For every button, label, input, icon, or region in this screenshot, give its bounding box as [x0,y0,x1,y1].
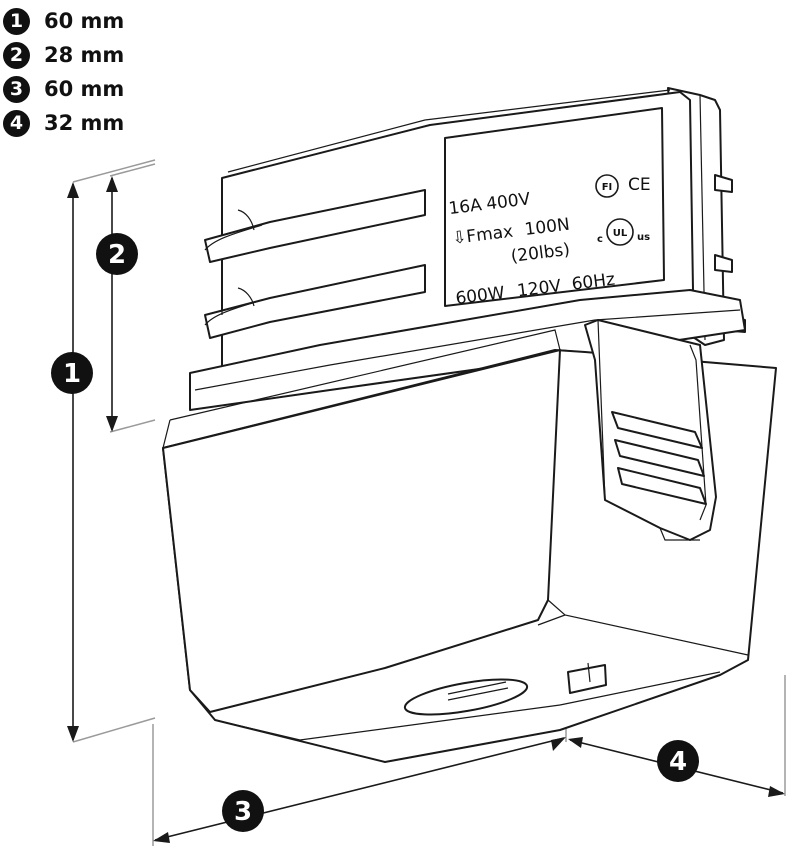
dimension-4: 4 [568,675,786,797]
legend-item-1: 1 60 mm [3,4,124,38]
dimension-marker-2 [96,233,138,275]
dimension-1: 1 [51,159,156,743]
fi-mark-icon [595,174,619,198]
adapter-body [162,87,777,763]
rating-label-plate [444,107,665,307]
legend-number-badge: 4 [3,109,30,137]
fi-mark-text: FI [602,182,613,193]
dimension-marker-1-text: 1 [63,359,81,389]
dimension-marker-4-text: 4 [669,747,687,777]
certification-marks: FI CE c UL us [595,174,651,246]
dimension-marker-1 [51,352,93,394]
legend-number-badge: 2 [3,41,30,69]
ce-mark: CE [628,175,651,195]
dimension-2: 2 [96,163,156,433]
legend-item-4: 4 32 mm [3,106,124,140]
ul-mark-text: UL [613,228,628,239]
legend-item-3: 3 60 mm [3,72,124,106]
ul-mark-c: c [597,234,603,245]
rating-current: 16A [447,195,483,219]
dimension-marker-3-text: 3 [234,797,252,827]
legend-value: 32 mm [44,111,125,135]
legend-item-2: 2 28 mm [3,38,124,72]
dimension-marker-2-text: 2 [108,240,126,270]
legend-value: 60 mm [44,77,125,101]
dimension-legend: 1 60 mm 2 28 mm 3 60 mm 4 32 mm [3,4,124,140]
legend-value: 28 mm [44,43,125,67]
legend-value: 60 mm [44,9,125,33]
dimension-marker-4 [657,740,699,782]
legend-number-badge: 1 [3,7,30,35]
dimension-marker-3 [222,790,264,832]
ul-mark-icon [606,218,634,246]
legend-number-badge: 3 [3,75,30,103]
ul-mark-us: us [637,232,650,243]
